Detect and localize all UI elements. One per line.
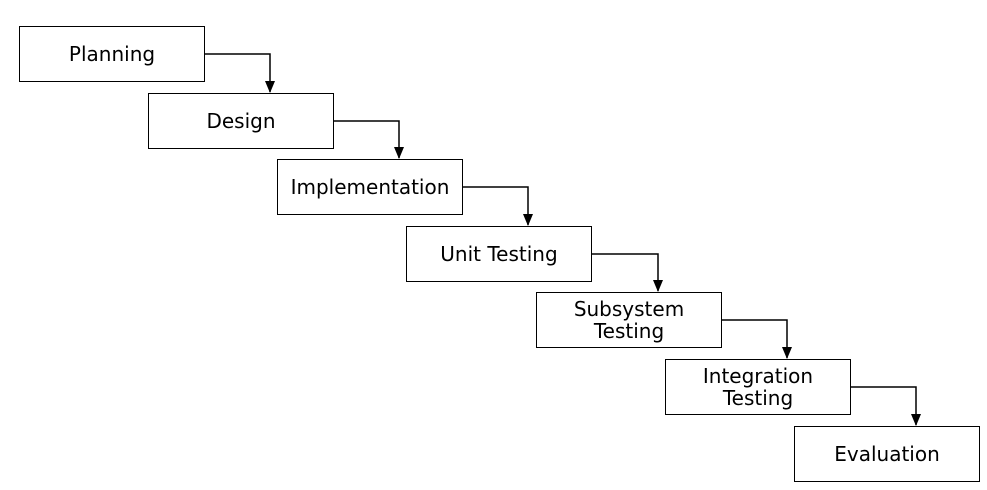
stage-planning: Planning — [19, 26, 205, 82]
arrow-unit-testing-to-subsystem-testing — [592, 253, 663, 292]
arrow-integration-testing-to-evaluation — [851, 386, 921, 426]
stage-evaluation: Evaluation — [794, 426, 980, 482]
arrow-implementation-to-unit-testing — [463, 186, 533, 226]
arrow-subsystem-testing-to-integration-testing — [722, 319, 792, 359]
stage-unit-testing: Unit Testing — [406, 226, 592, 282]
stage-subsystem-testing: Subsystem Testing — [536, 292, 722, 348]
stage-implementation: Implementation — [277, 159, 463, 215]
arrow-planning-to-design — [205, 53, 275, 93]
stage-design: Design — [148, 93, 334, 149]
arrow-design-to-implementation — [334, 120, 404, 159]
stage-integration-testing: Integration Testing — [665, 359, 851, 415]
